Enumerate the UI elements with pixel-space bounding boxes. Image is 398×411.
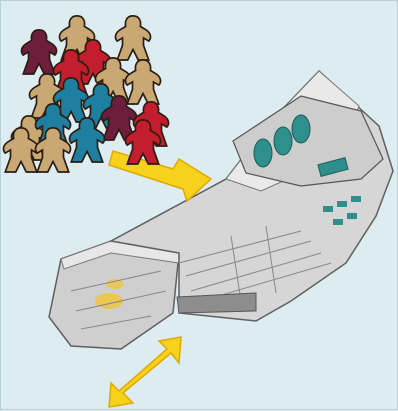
side-windows — [323, 196, 361, 225]
deploy-two-way-arrow — [108, 336, 182, 408]
board-crew-arrow — [108, 150, 213, 203]
meeple-body — [2, 127, 40, 173]
meeple-body — [68, 117, 106, 163]
meeple-body — [20, 29, 58, 75]
meeple-body — [114, 15, 152, 61]
meeple-body — [124, 119, 162, 165]
crew-meeple-maroon[interactable] — [100, 95, 138, 141]
crew-meeple-tan[interactable] — [34, 127, 72, 173]
engine-glow-2 — [106, 279, 124, 289]
meeple-body — [100, 95, 138, 141]
crew-meeple-tan[interactable] — [114, 15, 152, 61]
crew-meeple-blue[interactable] — [68, 117, 106, 163]
meeple-body — [34, 127, 72, 173]
crew-meeple-tan[interactable] — [2, 127, 40, 173]
meeple-body — [124, 59, 162, 105]
ship-hatch[interactable] — [176, 292, 257, 314]
meeple-body — [52, 77, 90, 123]
double-headed-arrow-icon — [108, 336, 182, 408]
cockpit-windows — [253, 114, 349, 178]
crew-meeple-blue[interactable] — [52, 77, 90, 123]
arrow-right-down-icon — [108, 150, 213, 203]
crew-group — [2, 15, 170, 173]
crew-meeple-red[interactable] — [124, 119, 162, 165]
spaceship-miniature[interactable] — [48, 69, 394, 350]
crew-meeple-tan[interactable] — [124, 59, 162, 105]
crew-meeple-maroon[interactable] — [20, 29, 58, 75]
